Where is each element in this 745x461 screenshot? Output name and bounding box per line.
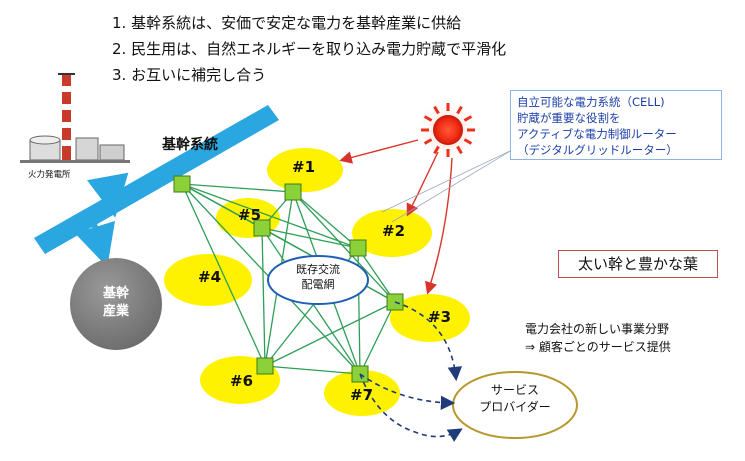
sp-label-line: プロバイダー [479,400,551,414]
mesh-link [181,183,266,367]
service-provider-label: サービス プロバイダー [455,382,575,426]
callout-line: アクティブな電力制御ルーター [517,127,677,141]
router-node [256,357,274,375]
hub-ellipse [267,255,369,305]
callout-line: （デジタルグリッドルーター） [517,143,678,157]
sun-ray [423,115,433,122]
mesh-link [261,227,266,367]
trunk-label: 基幹系統 [162,137,218,153]
cell-label-5: #5 [238,206,262,224]
mesh-link [181,183,359,249]
industry-label: 基幹 [102,286,129,301]
router-node [173,175,191,193]
cells [164,148,470,416]
business-line: 電力会社の新しい事業分野 [525,322,670,336]
mesh-link [264,301,396,367]
router-node [284,183,302,201]
cell-label-3: #3 [428,308,452,326]
cell-label-4: #4 [198,268,222,286]
mesh-link [292,191,396,303]
point-2: 2. 民生用は、自然エネルギーを取り込み電力貯蔵で平滑化 [112,40,507,58]
cell-label-6: #6 [230,372,254,390]
callout-line: 自立可能な電力系統（CELL) [517,95,665,109]
mesh-link [181,183,294,193]
cell-callout: 自立可能な電力系統（CELL) 貯蔵が重要な役割を アクティブな電力制御ルーター… [510,90,722,160]
trunk-line [34,105,279,268]
mesh-link [357,247,396,303]
sun-icon [416,98,480,162]
hub-label-line: 既存交流 [296,263,340,276]
cell-label-1: #1 [292,158,316,176]
cell-2 [352,209,432,257]
cell-label-7: #7 [350,386,374,404]
service-arrows [359,301,463,442]
sun-ray [456,105,463,115]
power-plant-icon [20,73,130,163]
cell-label-2: #2 [382,222,406,240]
mesh-link [264,365,361,375]
key-points: 1. 基幹系統は、安価で安定な電力を基幹産業に供給 2. 民生用は、自然エネルギ… [112,10,506,88]
hub-label-line: 配電網 [301,278,335,291]
point-1: 1. 基幹系統は、安価で安定な電力を基幹産業に供給 [112,14,462,32]
sun-ray [433,105,440,115]
point-3: 3. お互いに補完し合う [112,66,267,84]
callout-line: 貯蔵が重要な役割を [517,111,621,125]
sun-ray [433,145,440,155]
sun-ray [423,138,433,145]
callout-lines [381,149,513,223]
mesh-link [359,301,396,375]
cell-3 [390,294,470,342]
cell-7 [324,370,400,416]
plant-label: 火力発電所 [28,170,71,180]
hub-label: 既存交流 配電網 [272,262,364,302]
mesh-link [261,227,359,249]
sun-ray [463,138,473,145]
router-nodes [173,175,404,383]
router-node [253,219,271,237]
sun-arrows [339,139,453,295]
tagline-box: 太い幹と豊かな葉 [558,250,718,278]
business-line: ⇒ 顧客ごとのサービス提供 [525,340,671,354]
industry-circle: 基幹 産業 [70,258,162,350]
industry-label: 産業 [102,304,129,319]
mesh-link [292,191,359,249]
business-note: 電力会社の新しい事業分野 ⇒ 顧客ごとのサービス提供 [525,320,671,356]
sun-ray [456,145,463,155]
sp-label-line: サービス [490,383,539,397]
sun-ray [463,115,473,122]
cell-4 [164,254,252,306]
cell-1 [267,148,343,192]
router-node [349,239,367,257]
